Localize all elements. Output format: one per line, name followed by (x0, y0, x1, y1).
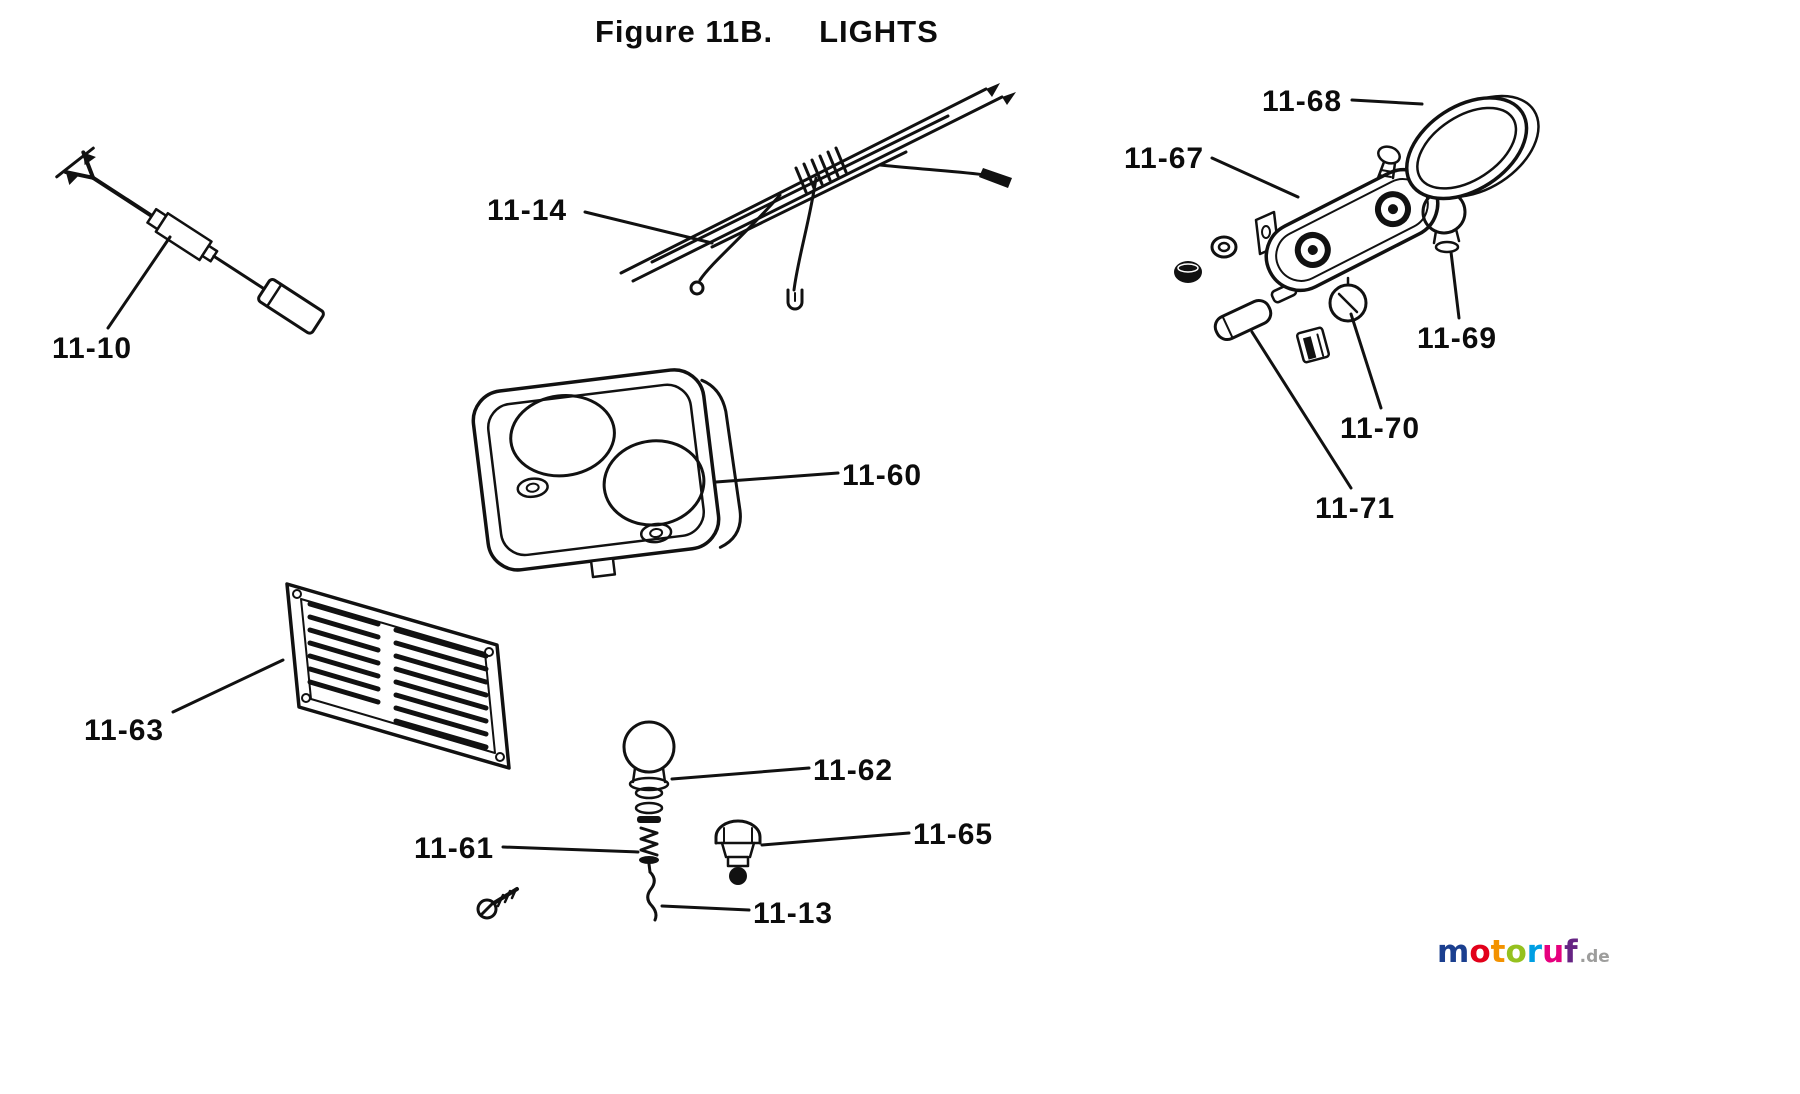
watermark-letter: r (1526, 934, 1543, 970)
part-label-11-68: 11-68 (1262, 85, 1343, 118)
part-11-63-drawing (285, 582, 511, 770)
watermark-letters: motoruf (1437, 934, 1578, 970)
watermark-letter: o (1505, 934, 1527, 970)
retainer-clip-drawing (1295, 326, 1331, 364)
part-label-11-69: 11-69 (1417, 322, 1498, 355)
part-label-11-63: 11-63 (84, 714, 165, 747)
housing-screw-drawing (1376, 145, 1401, 180)
part-label-11-13: 11-13 (753, 897, 834, 930)
part-11-13-drawing (646, 870, 658, 922)
watermark-letter: t (1490, 934, 1506, 970)
part-11-60-drawing (471, 368, 742, 579)
part-11-10-drawing (55, 146, 325, 335)
part-11-70-drawing (1328, 276, 1368, 323)
figure-title: Figure 11B. LIGHTS (595, 14, 939, 50)
part-11-71-drawing (1213, 298, 1273, 342)
part-label-11-61: 11-61 (414, 832, 495, 865)
part-11-68-drawing (1405, 94, 1540, 201)
part-11-65-drawing (714, 819, 762, 885)
part-label-11-60: 11-60 (842, 459, 923, 492)
watermark-letter: u (1542, 934, 1565, 970)
part-label-11-70: 11-70 (1340, 412, 1421, 445)
part-label-11-67: 11-67 (1124, 142, 1205, 175)
watermark-letter: o (1469, 934, 1491, 970)
part-label-11-14: 11-14 (487, 194, 568, 227)
headlight-hardware-drawing (1174, 210, 1374, 364)
part-label-11-71: 11-71 (1315, 492, 1396, 525)
watermark-suffix: .de (1579, 947, 1610, 967)
part-label-11-10: 11-10 (52, 332, 133, 365)
part-11-67-drawing (1264, 145, 1440, 293)
mounting-screw-drawing (476, 887, 519, 920)
figure-name: LIGHTS (819, 14, 939, 49)
part-11-14-drawing (619, 83, 1016, 311)
part-label-11-62: 11-62 (813, 754, 894, 787)
figure-number: Figure 11B. (595, 14, 774, 49)
part-11-62-drawing (622, 720, 676, 800)
watermark-motoruf: motoruf.de (1437, 934, 1610, 970)
watermark-letter: m (1437, 934, 1470, 970)
leader-lines (106, 98, 1461, 912)
watermark-letter: f (1564, 934, 1578, 970)
part-11-61-drawing (634, 801, 664, 874)
part-label-11-65: 11-65 (913, 818, 994, 851)
